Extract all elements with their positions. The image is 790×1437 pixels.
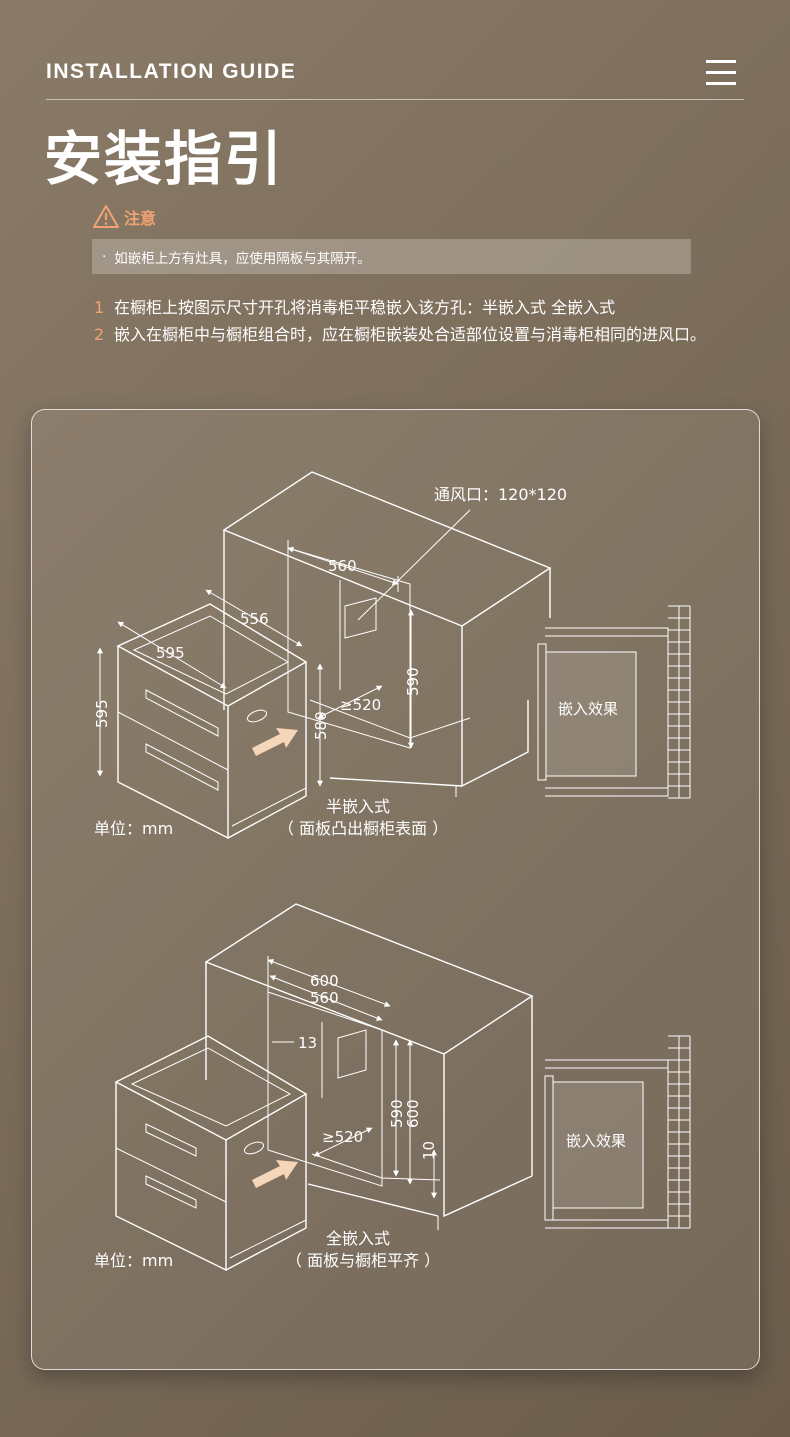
step-text: 在橱柜上按图示尺寸开孔将消毒柜平稳嵌入该方孔：半嵌入式 全嵌入式 bbox=[114, 298, 616, 317]
steps-list: 1 在橱柜上按图示尺寸开孔将消毒柜平稳嵌入该方孔：半嵌入式 全嵌入式 2 嵌入在… bbox=[94, 296, 714, 350]
step-item: 2 嵌入在橱柜中与橱柜组合时，应在橱柜嵌装处合适部位设置与消毒柜相同的进风口。 bbox=[94, 323, 714, 346]
diagram-panel bbox=[31, 409, 760, 1370]
step-number: 2 bbox=[94, 325, 105, 344]
step-item: 1 在橱柜上按图示尺寸开孔将消毒柜平稳嵌入该方孔：半嵌入式 全嵌入式 bbox=[94, 296, 714, 319]
notice-heading-label: 注意 bbox=[124, 209, 157, 228]
notice-text: 如嵌柜上方有灶具，应使用隔板与其隔开。 bbox=[114, 250, 371, 267]
bullet-dot: · bbox=[102, 248, 107, 265]
page-title: 安装指引 bbox=[44, 125, 285, 193]
header-title: INSTALLATION GUIDE bbox=[46, 60, 297, 83]
hamburger-menu-icon[interactable] bbox=[706, 60, 736, 86]
step-text: 嵌入在橱柜中与橱柜组合时，应在橱柜嵌装处合适部位设置与消毒柜相同的进风口。 bbox=[114, 325, 707, 344]
header-divider bbox=[46, 99, 744, 100]
notice-box: · 如嵌柜上方有灶具，应使用隔板与其隔开。 bbox=[92, 239, 691, 274]
warning-triangle-icon bbox=[93, 205, 119, 228]
notice-heading: 注意 bbox=[92, 204, 156, 230]
step-number: 1 bbox=[94, 298, 105, 317]
